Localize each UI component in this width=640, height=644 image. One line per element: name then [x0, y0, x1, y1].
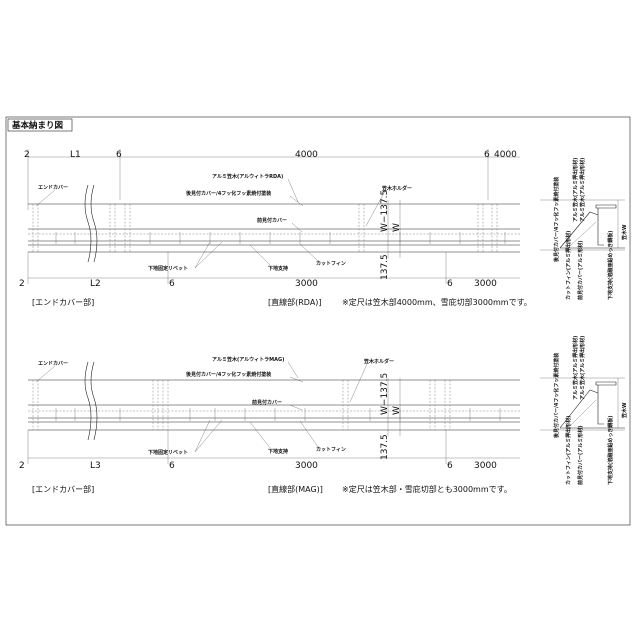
- rda-section-width: 笠木W: [621, 224, 628, 241]
- rda-section-view: 後見付カバー/4フッ化フッ素焼付塗装 アルミ笠木(アルミ押出形材) アルミ笠木(…: [540, 158, 628, 300]
- rda-section-front-note: アルミ笠木(アルミ押出形材): [579, 158, 586, 222]
- rda-label-back-cover: 後見付カバー/4フッ化フッ素焼付塗装: [186, 190, 271, 197]
- rda-section-support: 下地支持(溶融亜鉛めっき鋼板): [607, 230, 614, 300]
- rda-section-top-note: アルミ笠木(アルミ押出形材): [572, 158, 579, 222]
- drawing-frame: [5, 116, 631, 526]
- mag-label-end-cover: エンドカバー: [38, 360, 68, 367]
- mag-height-dim-2: W: [392, 406, 402, 415]
- mag-section-support: 下地支持(溶融亜鉛めっき鋼板): [607, 415, 614, 485]
- rda-section-front-cover: 前見付カバー(アルミ形材): [577, 240, 584, 300]
- mag-section-back-cover: 後見付カバー/4フッ化フッ素焼付塗装: [553, 353, 560, 438]
- mag-label-back-cover: 後見付カバー/4フッ化フッ素焼付塗装: [186, 371, 271, 378]
- rda-caption-end: [エンドカバー部]: [32, 297, 94, 307]
- mag-section-view: 後見付カバー/4フッ化フッ素焼付塗装 アルミ笠木(アルミ押出形材) アルミ笠木(…: [540, 336, 628, 485]
- mag-section-top-note: アルミ笠木(アルミ押出形材): [572, 336, 579, 400]
- mag-dim-bot-3: 6: [169, 461, 175, 471]
- mag-section-front-cover: 前見付カバー(アルミ形材): [577, 425, 584, 485]
- rda-label-aluminum-top: アルミ笠木(アルウィトラRDA): [212, 173, 283, 180]
- rda-label-holder: 笠木ホルダー: [381, 185, 412, 192]
- rda-dim-top-4: 4000: [295, 150, 318, 160]
- rda-dim-top-2: L1: [70, 150, 81, 160]
- mag-label-rivet: 下地固定リベット: [148, 449, 188, 456]
- rda-label-support: 下地支持: [268, 265, 288, 272]
- mag-section-front-note: アルミ笠木(アルミ押出形材): [579, 336, 586, 400]
- mag-dim-bot-2: L3: [90, 461, 101, 471]
- mag-dim-bot-4: 3000: [295, 461, 318, 471]
- rda-dim-top-6: 4000: [494, 150, 517, 160]
- rda-label-rivet: 下地固定リベット: [148, 265, 188, 272]
- rda-height-dim-1: W−137.5: [380, 190, 390, 232]
- rda-label-end-cover: エンドカバー: [38, 184, 68, 191]
- mag-label-support: 下地支持: [268, 448, 288, 455]
- mag-label-holder: 笠木ホルダー: [363, 358, 394, 365]
- rda-section-back-cover: 後見付カバー/4フッ化フッ素焼付塗装: [553, 177, 560, 262]
- mag-dim-bot-1: 2: [19, 461, 25, 471]
- rda-dim-top-1: 2: [24, 150, 30, 160]
- rda-height-dim-2: W: [392, 223, 402, 232]
- rda-dim-top-3: 6: [116, 150, 122, 160]
- mag-dim-bot-6: 3000: [474, 461, 497, 471]
- rda-dim-bot-3: 6: [169, 279, 175, 289]
- mag-label-cut-fin: カットフィン: [316, 446, 346, 453]
- rda-dim-bot-6: 3000: [474, 279, 497, 289]
- rda-dim-bot-5: 6: [447, 279, 453, 289]
- mag-section-width: 笠木W: [621, 402, 628, 419]
- title-box: [7, 118, 73, 132]
- mag-height-dim-3: 137.5: [380, 434, 390, 460]
- rda-dim-top-5: 6: [484, 150, 490, 160]
- mag-caption-end: [エンドカバー部]: [32, 484, 94, 494]
- mag-label-front-cover: 前見付カバー: [252, 399, 282, 406]
- rda-label-front-cover: 前見付カバー: [257, 217, 287, 224]
- mag-plan-view: W−137.5 W 137.5 2 L3 6 3000 6 3000 エンドカバ…: [19, 356, 520, 494]
- mag-section-cut-fin: カットフィン(アルミ押出形材): [565, 416, 572, 485]
- mag-caption-straight: [直線部(MAG)]: [268, 484, 323, 494]
- rda-dim-bot-2: L2: [90, 279, 101, 289]
- rda-height-dim-3: 137.5: [380, 254, 390, 280]
- mag-caption-note: ※定尺は笠木部・雪庇切部とも3000mmです。: [342, 484, 512, 494]
- rda-dim-bot-4: 3000: [295, 279, 318, 289]
- mag-dim-bot-5: 6: [447, 461, 453, 471]
- rda-plan-view: 2 L1 6 4000 6 4000: [19, 149, 532, 307]
- rda-label-cut-fin: カットフィン: [316, 260, 346, 267]
- rda-caption-straight: [直線部(RDA)]: [268, 297, 322, 307]
- mag-label-aluminum-top: アルミ笠木(アルウィトラMAG): [212, 356, 284, 363]
- rda-caption-note: ※定尺は笠木部4000mm、雪庇切部3000mmです。: [342, 297, 532, 307]
- mag-height-dim-1: W−137.5: [380, 373, 390, 415]
- drawing-title: 基本納まり図: [11, 120, 63, 131]
- rda-section-cut-fin: カットフィン(アルミ押出形材): [565, 231, 572, 300]
- rda-dim-bot-1: 2: [19, 279, 25, 289]
